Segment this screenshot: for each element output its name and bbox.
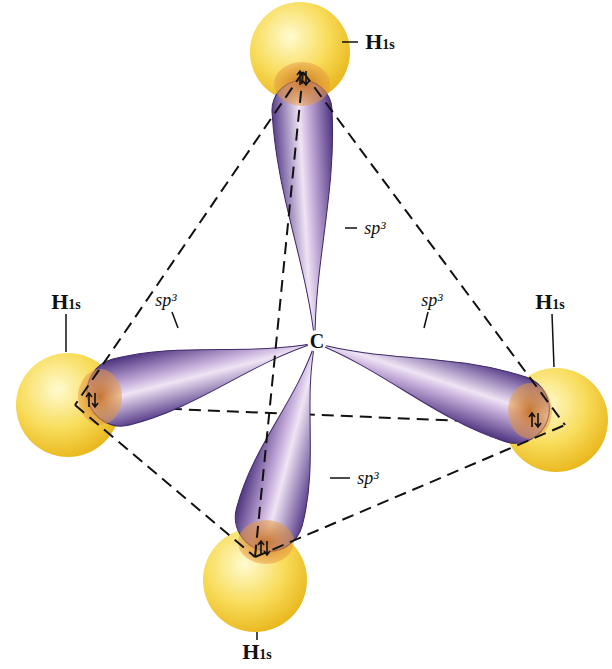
orbital-label: sp³ (421, 291, 442, 309)
atom-label: H1s (242, 641, 272, 663)
orbital-label: sp³ (364, 219, 385, 237)
orbital-label: sp³ (155, 291, 176, 309)
electron-pairs (86, 71, 541, 555)
hydrogen-spheres (16, 2, 608, 632)
atom-label: H1s (535, 291, 565, 313)
leader-lines (66, 42, 554, 640)
atom-label: H1s (365, 31, 395, 53)
orbital-label: sp³ (357, 469, 378, 487)
tetrahedron-edges (75, 72, 565, 557)
atom-label: C (307, 330, 327, 352)
atom-label: H1s (51, 291, 81, 313)
orbital-overlaps (78, 62, 552, 564)
